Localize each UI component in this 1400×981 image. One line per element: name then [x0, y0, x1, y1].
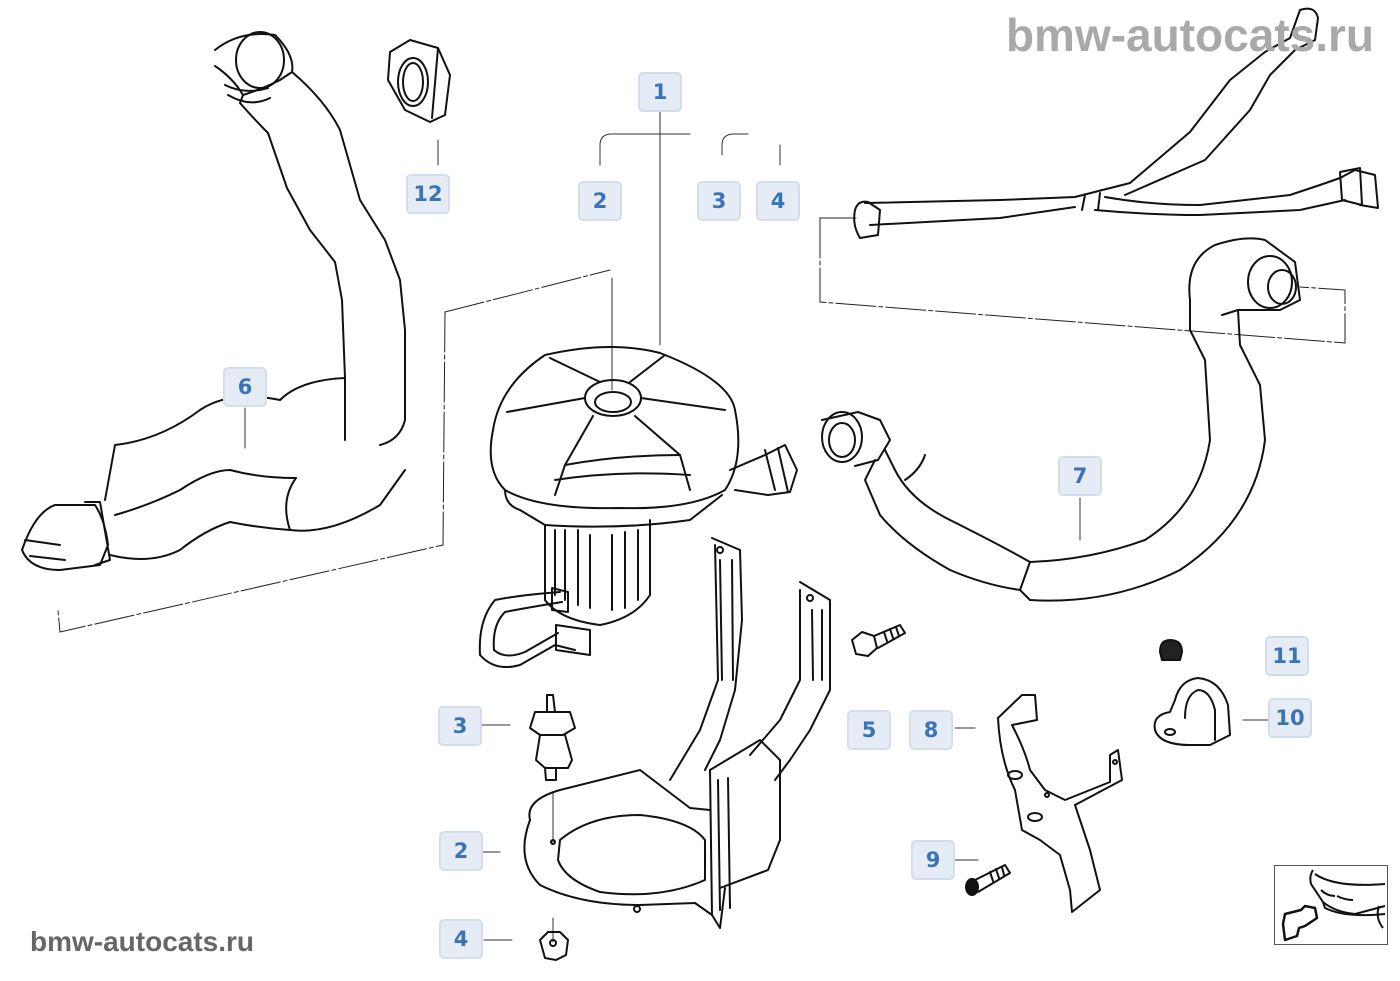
callout-part-4-group[interactable]: 4 [756, 181, 800, 221]
y-hose-art [853, 7, 1379, 239]
callout-part-1[interactable]: 1 [638, 72, 682, 112]
pump-bracket-art [523, 537, 831, 929]
callout-part-4[interactable]: 4 [439, 919, 483, 959]
callout-part-9[interactable]: 9 [911, 840, 955, 880]
clamp-10-art [1153, 677, 1231, 746]
nut-12-art [387, 39, 451, 123]
callout-part-2-group[interactable]: 2 [578, 181, 622, 221]
watermark-bottom: bmw-autocats.ru [30, 926, 255, 957]
car-front-location-icon [1281, 869, 1386, 942]
screw-9-art [965, 864, 1011, 896]
hose-7-art [821, 237, 1301, 602]
phantom-frames [57, 217, 1346, 633]
holder-bracket-art [997, 694, 1123, 913]
callout-part-3[interactable]: 3 [438, 706, 482, 746]
callout-part-2[interactable]: 2 [439, 831, 483, 871]
callout-part-7[interactable]: 7 [1058, 456, 1102, 496]
callout-part-10[interactable]: 10 [1268, 698, 1312, 738]
car-location-thumbnail[interactable] [1274, 865, 1388, 945]
hose-6-art [21, 31, 406, 571]
callout-part-6[interactable]: 6 [223, 367, 267, 407]
air-pump-art [478, 345, 798, 668]
nut-4-art [539, 931, 569, 961]
bolt-5-art [851, 624, 906, 657]
callout-part-3-group[interactable]: 3 [697, 181, 741, 221]
callout-part-8[interactable]: 8 [909, 710, 953, 750]
leader-lines [244, 111, 1269, 943]
callout-part-11[interactable]: 11 [1265, 636, 1309, 676]
callout-part-5[interactable]: 5 [847, 710, 891, 750]
rubber-mount-art [529, 694, 576, 781]
watermark-top: bmw-autocats.ru [1005, 9, 1374, 61]
callout-part-12[interactable]: 12 [406, 174, 450, 214]
nut-11-art [1159, 639, 1183, 661]
